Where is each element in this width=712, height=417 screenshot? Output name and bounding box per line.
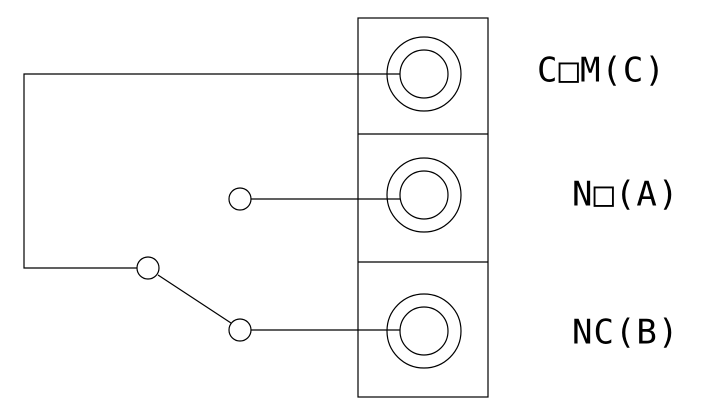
terminal-block xyxy=(357,17,489,398)
no-contact-node xyxy=(228,187,252,211)
terminal-no xyxy=(386,157,462,233)
com-wire xyxy=(23,73,400,269)
nc-label: NC(B) xyxy=(572,313,679,353)
com-label: C□M(C) xyxy=(537,51,666,91)
terminal-com-inner-ring xyxy=(399,49,449,99)
terminal-nc-outer-ring xyxy=(386,293,462,369)
terminal-no-outer-ring xyxy=(386,157,462,233)
com-contact-node xyxy=(136,256,160,280)
terminal-nc xyxy=(386,293,462,369)
nc-contact-node xyxy=(228,318,252,342)
terminal-nc-inner-ring xyxy=(399,306,449,356)
switch-arm xyxy=(157,274,232,324)
no-label: N□(A) xyxy=(572,175,679,215)
terminal-no-inner-ring xyxy=(399,170,449,220)
